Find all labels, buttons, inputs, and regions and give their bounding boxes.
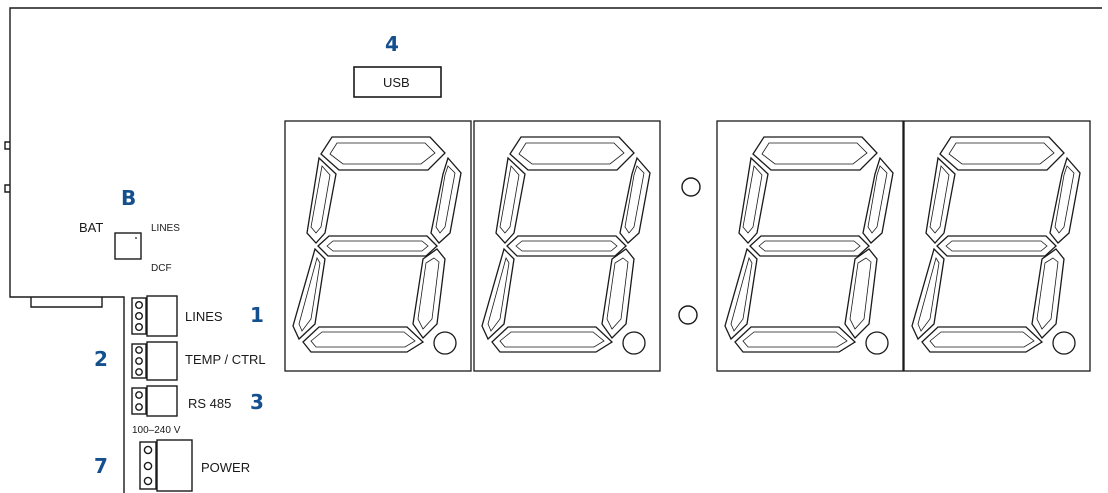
power-terminal-pins	[139, 441, 157, 490]
digit-1-segment-e	[292, 247, 326, 341]
digit-3-frame	[716, 120, 904, 372]
digit-1-segment-e-inner	[298, 256, 321, 332]
digit-4-decimal-point	[1052, 331, 1076, 355]
digit-2-segment-d-inner	[499, 331, 605, 348]
digit-1-segment-b-inner	[435, 165, 456, 234]
rs485-terminal-pins	[131, 387, 147, 415]
digit-2-segment-e-inner	[487, 256, 510, 332]
housing-tab-top	[4, 141, 10, 150]
power-terminal-body	[156, 439, 193, 492]
digit-2-segment-c	[601, 248, 635, 340]
digit-1-segment-b	[430, 156, 462, 244]
callout-1: 1	[250, 303, 264, 327]
digit-3-segment-b-inner	[867, 165, 888, 234]
callout-7: 7	[94, 454, 108, 478]
usb-port	[353, 66, 442, 98]
bat-label: BAT	[79, 220, 104, 235]
power-label: POWER	[201, 460, 251, 475]
digit-2-segment-d	[491, 326, 614, 353]
housing-outline	[9, 7, 1102, 493]
voltage-label: 100–240 V	[132, 425, 181, 436]
digit-4-segment-g	[936, 235, 1057, 257]
digit-3-decimal-point	[865, 331, 889, 355]
digit-4-segment-b-inner	[1054, 165, 1075, 234]
digit-1-segment-c-inner	[417, 257, 440, 330]
rs485-label: RS 485	[188, 396, 232, 411]
digit-3-segment-e-inner	[730, 256, 753, 332]
callout-3: 3	[250, 390, 264, 414]
digit-1-segment-a	[320, 136, 446, 171]
digit-1-decimal-point	[433, 331, 457, 355]
digit-2-segment-a	[509, 136, 635, 171]
digit-2-segment-a-inner	[518, 142, 625, 165]
temp-ctrl-label: TEMP / CTRL	[185, 352, 266, 367]
digit-4-segment-a-inner	[948, 142, 1055, 165]
digit-2-segment-f	[495, 156, 526, 244]
digit-3-segment-f-inner	[742, 165, 763, 234]
bat-jumper-dot	[135, 237, 137, 239]
digit-1-segment-g	[317, 235, 438, 257]
housing-tab-bottom	[4, 184, 10, 193]
temp-terminal-pins	[131, 343, 147, 379]
lines-terminal-pins	[131, 297, 147, 335]
callout-b: B	[121, 186, 137, 210]
digit-4-segment-d	[921, 326, 1044, 353]
digit-2-segment-b-inner	[624, 165, 645, 234]
digit-4-segment-f-inner	[929, 165, 950, 234]
jumper-dcf-label: DCF	[151, 263, 172, 274]
digit-2-segment-b	[619, 156, 651, 244]
digit-4-segment-c-inner	[1036, 257, 1059, 330]
digit-3-segment-d-inner	[742, 331, 848, 348]
digit-3-segment-c-inner	[849, 257, 872, 330]
digit-4-segment-f	[925, 156, 956, 244]
colon-dot-upper	[681, 177, 701, 197]
digit-4-segment-b	[1049, 156, 1081, 244]
digit-4-segment-e	[911, 247, 945, 341]
digit-1-segment-c	[412, 248, 446, 340]
rs485-terminal-body	[146, 385, 178, 417]
lines-terminal-body	[146, 295, 178, 337]
digit-1-segment-a-inner	[329, 142, 436, 165]
callout-4: 4	[385, 32, 399, 56]
connector-bracket	[30, 297, 103, 308]
digit-2-frame	[473, 120, 661, 372]
digit-3-segment-f	[738, 156, 769, 244]
jumper-lines-label: LINES	[151, 223, 180, 234]
digit-4-frame	[903, 120, 1091, 372]
digit-3-segment-g-inner	[758, 240, 861, 252]
digit-2-segment-c-inner	[606, 257, 629, 330]
digit-2-segment-f-inner	[499, 165, 520, 234]
digit-1-segment-f-inner	[310, 165, 331, 234]
digit-1-segment-g-inner	[326, 240, 429, 252]
colon-dot-lower	[678, 305, 698, 325]
lines-label: LINES	[185, 309, 223, 324]
digit-4-segment-g-inner	[945, 240, 1048, 252]
temp-terminal-body	[146, 341, 178, 381]
digit-3-segment-e	[724, 247, 758, 341]
digit-2-segment-g	[506, 235, 627, 257]
digit-3-segment-a	[752, 136, 878, 171]
digit-1-frame	[284, 120, 472, 372]
digit-3-segment-g	[749, 235, 870, 257]
digit-1-segment-d	[302, 326, 425, 353]
digit-3-segment-a-inner	[761, 142, 868, 165]
digit-4-segment-e-inner	[917, 256, 940, 332]
digit-2-segment-g-inner	[515, 240, 618, 252]
digit-2-segment-e	[481, 247, 515, 341]
digit-3-segment-c	[844, 248, 878, 340]
digit-1-segment-d-inner	[310, 331, 416, 348]
digit-2-decimal-point	[622, 331, 646, 355]
callout-2: 2	[94, 347, 108, 371]
bat-jumper	[114, 232, 142, 260]
digit-4-segment-c	[1031, 248, 1065, 340]
digit-3-segment-b	[862, 156, 894, 244]
digit-3-segment-d	[734, 326, 857, 353]
digit-4-segment-a	[939, 136, 1065, 171]
usb-label: USB	[383, 75, 410, 90]
digit-4-segment-d-inner	[929, 331, 1035, 348]
digit-1-segment-f	[306, 156, 337, 244]
